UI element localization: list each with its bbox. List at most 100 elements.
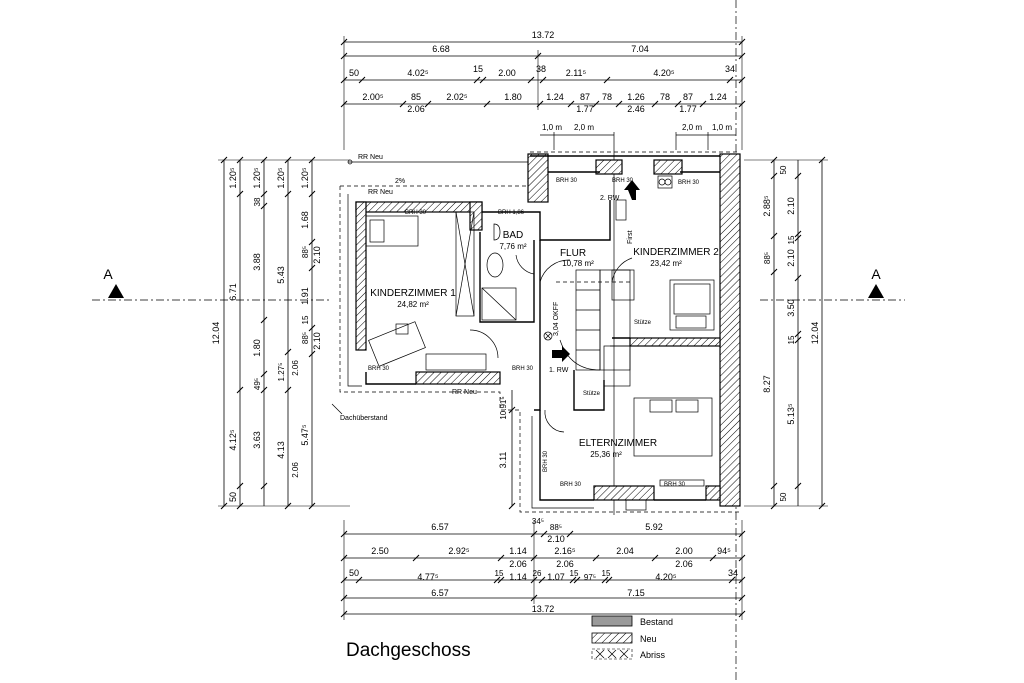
dim-top-r4: 78 bbox=[602, 92, 612, 102]
dim-top-r4: 85 bbox=[411, 92, 421, 102]
dim-top-r3: 2.00 bbox=[498, 68, 516, 78]
slope-percent: 2% bbox=[395, 178, 405, 185]
brh-label-vertical: BRH 30 bbox=[543, 450, 549, 472]
dim-left: 5.47⁵ bbox=[300, 424, 310, 446]
room-name-kinder1: KINDERZIMMER 1 bbox=[370, 288, 456, 299]
dim-bottom: 4.77⁵ bbox=[417, 572, 439, 582]
dim-left: 2.06 bbox=[291, 360, 300, 376]
room-area-kinder2: 23,42 m² bbox=[650, 259, 682, 268]
brh-label: BRH 1,86 bbox=[498, 210, 525, 216]
dim-bottom: 50 bbox=[349, 568, 359, 578]
okff-label: 3,04 OKFF bbox=[553, 302, 560, 336]
dim-bottom: 6.57 bbox=[431, 588, 449, 598]
dim-mid: 10.91⁵ bbox=[499, 396, 508, 419]
dim-bottom: 7.15 bbox=[627, 588, 645, 598]
dim-bottom: 15 bbox=[495, 569, 504, 578]
dim-bottom: 88⁵ bbox=[550, 523, 562, 532]
dim-bottom: 2.00 bbox=[675, 546, 693, 556]
page-title: Dachgeschoss bbox=[346, 640, 471, 661]
building: RR Neu RR Neu 2% bbox=[331, 151, 741, 513]
dim-top-r4: 78 bbox=[660, 92, 670, 102]
dim-top-r4: 1.80 bbox=[504, 92, 522, 102]
room-area-kinder1: 24,82 m² bbox=[397, 300, 429, 309]
dachueberstand-label: Dachüberstand bbox=[340, 415, 388, 422]
dim-left: 88⁵ bbox=[301, 332, 310, 344]
dim-left: 2.10 bbox=[312, 332, 322, 350]
dim-left: 3.63 bbox=[252, 431, 262, 449]
first-label: First bbox=[627, 230, 634, 244]
dim-bottom: 2.50 bbox=[371, 546, 389, 556]
dim-top-total: 13.72 bbox=[532, 30, 555, 40]
section-mark-left: A bbox=[103, 266, 113, 282]
dim-top-r3: 4.20⁵ bbox=[653, 68, 675, 78]
dim-left: 88⁵ bbox=[301, 246, 310, 258]
dim-top-r4: 2.02⁵ bbox=[446, 92, 468, 102]
dim-bottom: 5.92 bbox=[645, 522, 663, 532]
dimension-chains-right: 50 2.88⁵ 88⁵ 8.27 50 2.10 15 2.10 3.50 1… bbox=[744, 156, 828, 510]
stuetze-label: Stütze bbox=[583, 391, 601, 397]
dim-top-r3: 50 bbox=[349, 68, 359, 78]
dim-left: 1.20⁵ bbox=[300, 167, 310, 189]
dim-left: 3.88 bbox=[252, 253, 262, 271]
legend-label-abriss: Abriss bbox=[640, 650, 666, 660]
dim-bottom: 2.04 bbox=[616, 546, 634, 556]
dim-left: 1.80 bbox=[252, 339, 262, 357]
dim-bottom: 15 bbox=[602, 569, 611, 578]
dim-left: 50 bbox=[228, 492, 238, 502]
dim-right: 88⁵ bbox=[763, 252, 772, 264]
dim-bottom: 2.10 bbox=[547, 534, 565, 544]
dim-top-r4: 1.24 bbox=[546, 92, 564, 102]
legend-label-neu: Neu bbox=[640, 634, 657, 644]
dim-left: 38 bbox=[253, 197, 262, 206]
rw1-label: 1. RW bbox=[549, 367, 569, 374]
dim-right: 5.13⁵ bbox=[786, 403, 796, 425]
section-mark-right: A bbox=[871, 266, 881, 282]
legend-label-bestand: Bestand bbox=[640, 617, 673, 627]
legend-swatch-abriss bbox=[591, 648, 633, 660]
dim-left: 6.71 bbox=[228, 283, 238, 301]
dim-right: 15 bbox=[787, 235, 796, 244]
dim-right: 2.88⁵ bbox=[762, 195, 772, 217]
dim-top-r2: 7.04 bbox=[631, 44, 649, 54]
dim-top-r4: 1.24 bbox=[709, 92, 727, 102]
roof-zone-label: 2,0 m bbox=[574, 123, 594, 132]
room-area-eltern: 25,36 m² bbox=[590, 450, 622, 459]
dim-bottom: 2.06 bbox=[556, 559, 574, 569]
dim-left: 1.20⁵ bbox=[252, 167, 262, 189]
dim-bottom: 15 bbox=[570, 569, 579, 578]
roof-zone-label: 1,0 m bbox=[712, 123, 732, 132]
dim-mid: 3.11 bbox=[498, 452, 508, 469]
dim-top-r3: 4.02⁵ bbox=[407, 68, 429, 78]
room-name-flur: FLUR bbox=[560, 248, 586, 259]
rr-neu-label: RR Neu bbox=[368, 189, 393, 196]
dimension-chains-left: 12.04 1.20⁵ 6.71 4.12⁵ 50 1.20⁵ 38 3.88 … bbox=[211, 156, 350, 510]
dim-right: 50 bbox=[779, 165, 788, 174]
rr-neu-label-top: RR Neu bbox=[358, 154, 383, 161]
dim-left: 1.27⁵ bbox=[277, 363, 286, 382]
dim-left: 1.91 bbox=[300, 287, 310, 305]
dim-left: 4.13 bbox=[276, 441, 286, 459]
dim-bottom: 4.20⁵ bbox=[655, 572, 677, 582]
dim-bottom-total: 13.72 bbox=[532, 604, 555, 614]
brh-label: BRH 30 bbox=[612, 178, 634, 184]
dim-left: 4.12⁵ bbox=[228, 429, 238, 451]
brh-label: BRH 30 bbox=[560, 482, 582, 488]
dim-bottom: 34⁵ bbox=[532, 517, 544, 526]
dim-left: 1.20⁵ bbox=[228, 167, 238, 189]
brh-label: BRH 30 bbox=[368, 366, 390, 372]
dim-top-r3: 15 bbox=[473, 64, 483, 74]
dim-left: 2.10 bbox=[312, 246, 322, 264]
stuetze-label: Stütze bbox=[634, 320, 652, 326]
dim-top-r4: 87 bbox=[580, 92, 590, 102]
dim-left: 2.06 bbox=[291, 462, 300, 478]
dim-left: 15 bbox=[301, 315, 310, 324]
dim-bottom: 2.06 bbox=[509, 559, 527, 569]
brh-label: BRH 30 bbox=[512, 366, 534, 372]
dim-bottom: 97⁵ bbox=[584, 573, 596, 582]
dim-bottom: 1.14 bbox=[509, 546, 527, 556]
dim-right: 50 bbox=[779, 492, 788, 501]
dim-bottom: 6.57 bbox=[431, 522, 449, 532]
dimension-chains-bottom: 6.57 34⁵ 88⁵ 5.92 2.10 2.50 2.92⁵ 1.14 2… bbox=[340, 517, 746, 620]
dim-top-r2: 6.68 bbox=[432, 44, 450, 54]
